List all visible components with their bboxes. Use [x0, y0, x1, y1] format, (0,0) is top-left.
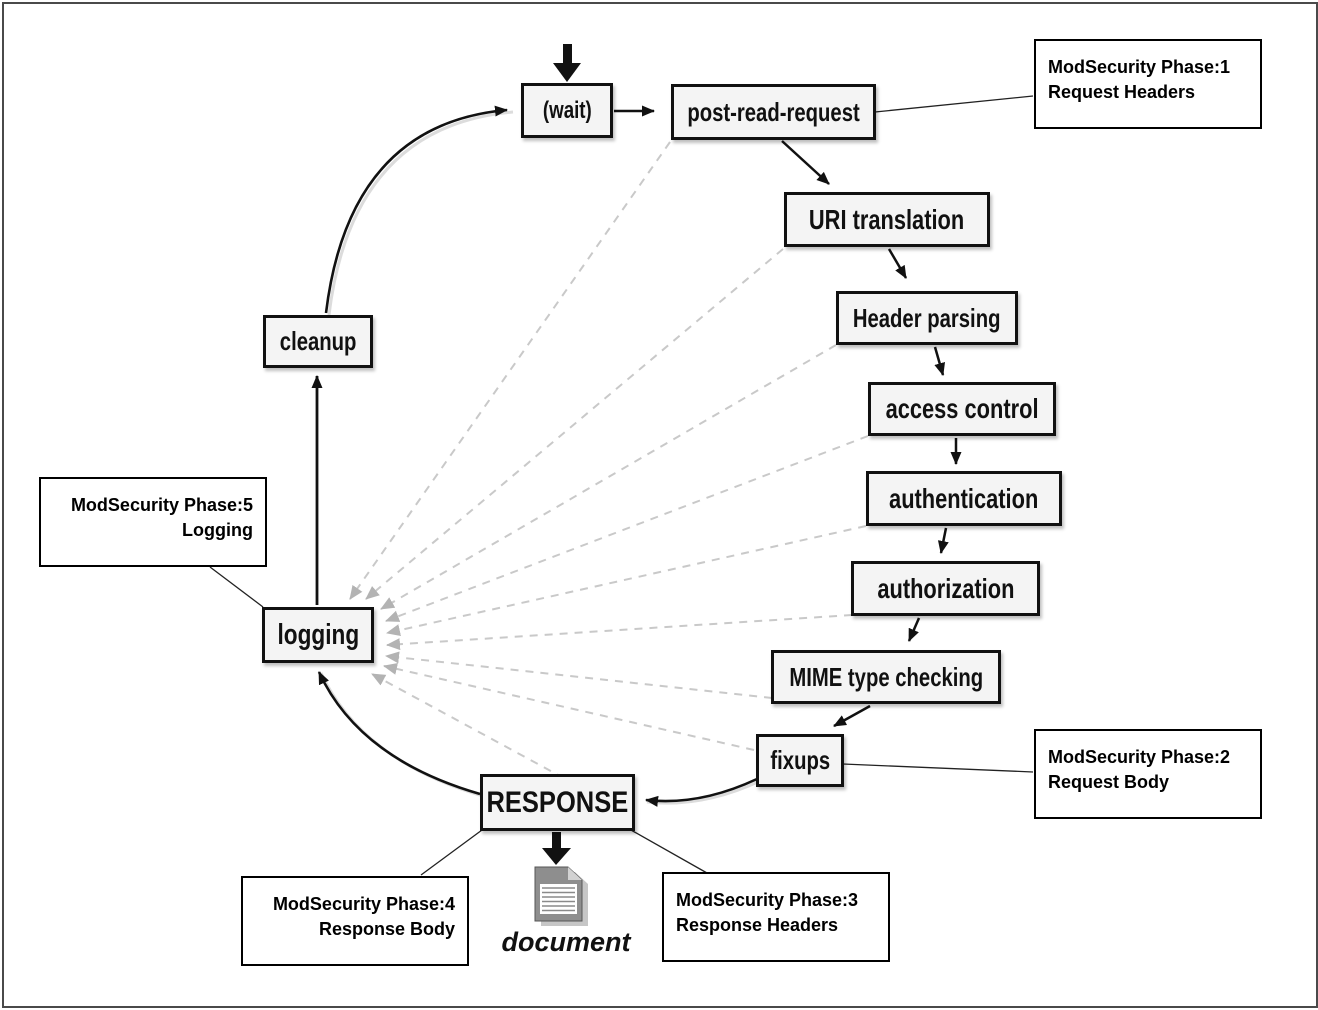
annotation-phase3-line2: Response Headers [676, 915, 839, 936]
annotation-phase2-line1: ModSecurity Phase:2 [1048, 747, 1231, 767]
connector-phase5 [209, 566, 264, 608]
node-cleanup-label: cleanup [279, 326, 357, 356]
node-access-control-label: access control [885, 393, 1039, 424]
curve-shadows [319, 110, 761, 805]
connector-phase1 [874, 95, 1034, 113]
edges-layer [209, 44, 1034, 926]
connector-phase3 [630, 829, 708, 874]
node-post-read-request-label: post-read-request [687, 96, 860, 127]
node-authentication-label: authentication [889, 482, 1039, 514]
annotation-phase5-line1: ModSecurity Phase:5 [70, 495, 253, 515]
node-post-read-request: post-read-request [671, 84, 876, 140]
node-response-label: RESPONSE [486, 785, 629, 819]
edge-uri-to-header-parsing [887, 248, 908, 279]
dashed-uri-translation-to-logging [365, 248, 784, 600]
dashed-fixups-to-logging [383, 663, 755, 751]
annotation-modsecurity-phase2: ModSecurity Phase:2 Request Body [1034, 729, 1262, 819]
annotation-modsecurity-phase3: ModSecurity Phase:3 Response Headers [662, 872, 890, 962]
node-fixups: fixups [756, 734, 844, 787]
annotation-phase1-line1: ModSecurity Phase:1 [1048, 57, 1231, 77]
edge-header-parsing-to-access-control [933, 346, 945, 376]
node-mime-type-checking-label: MIME type checking [789, 661, 983, 692]
annotation-phase3-line1: ModSecurity Phase:3 [676, 890, 859, 910]
node-wait-label: (wait) [542, 96, 592, 124]
annotation-modsecurity-phase5: ModSecurity Phase:5 Logging [39, 477, 267, 567]
node-mime-type-checking: MIME type checking [771, 650, 1001, 704]
node-response: RESPONSE [480, 774, 635, 831]
annotation-phase4-line1: ModSecurity Phase:4 [272, 894, 455, 914]
annotation-phase5-line2: Logging [182, 520, 253, 541]
node-authorization-label: authorization [876, 572, 1015, 604]
node-uri-translation: URI translation [784, 192, 990, 247]
dashed-authorization-to-logging [386, 614, 853, 651]
edge-post-read-request-to-uri [781, 140, 830, 185]
document-icon [534, 866, 588, 926]
dashed-logging-edges [349, 141, 869, 815]
node-header-parsing-label: Header parsing [853, 302, 1001, 333]
node-fixups-label: fixups [770, 745, 830, 775]
annotation-phase4-line2: Response Body [318, 919, 455, 940]
entry-arrow [553, 44, 581, 82]
node-wait: (wait) [521, 83, 613, 138]
annotation-modsecurity-phase4: ModSecurity Phase:4 Response Body [241, 876, 469, 966]
edge-mime-to-fixups [833, 704, 871, 728]
edge-authorization-to-mime [907, 617, 921, 642]
node-logging: logging [262, 607, 374, 663]
dashed-access-control-to-logging [385, 435, 869, 622]
edge-fixups-to-response [645, 777, 758, 807]
node-uri-translation-label: URI translation [809, 203, 965, 235]
node-access-control: access control [868, 382, 1056, 436]
dashed-authentication-to-logging [386, 525, 867, 637]
dashed-mime-type-checking-to-logging [385, 651, 773, 699]
node-cleanup: cleanup [263, 315, 373, 368]
node-authentication: authentication [866, 471, 1062, 526]
node-logging-label: logging [277, 618, 359, 651]
edge-cleanup-to-wait [324, 105, 508, 314]
document-label: document [501, 927, 631, 957]
flow-arrows [311, 105, 962, 807]
node-authorization: authorization [851, 561, 1040, 616]
node-header-parsing: Header parsing [836, 291, 1018, 345]
dashed-header-parsing-to-logging [380, 344, 837, 610]
edge-response-to-logging [317, 671, 481, 796]
response-to-document-arrow [542, 832, 571, 865]
dashed-post-read-request-to-logging [349, 141, 671, 600]
annotation-phase1-line2: Request Headers [1048, 82, 1196, 103]
annotation-modsecurity-phase1: ModSecurity Phase:1 Request Headers [1034, 39, 1262, 129]
edge-authentication-to-authorization [937, 527, 949, 554]
annotation-phase2-line2: Request Body [1048, 772, 1170, 793]
annotation-connectors [209, 95, 1034, 876]
connector-phase2 [842, 763, 1034, 773]
connector-phase4 [420, 829, 483, 876]
